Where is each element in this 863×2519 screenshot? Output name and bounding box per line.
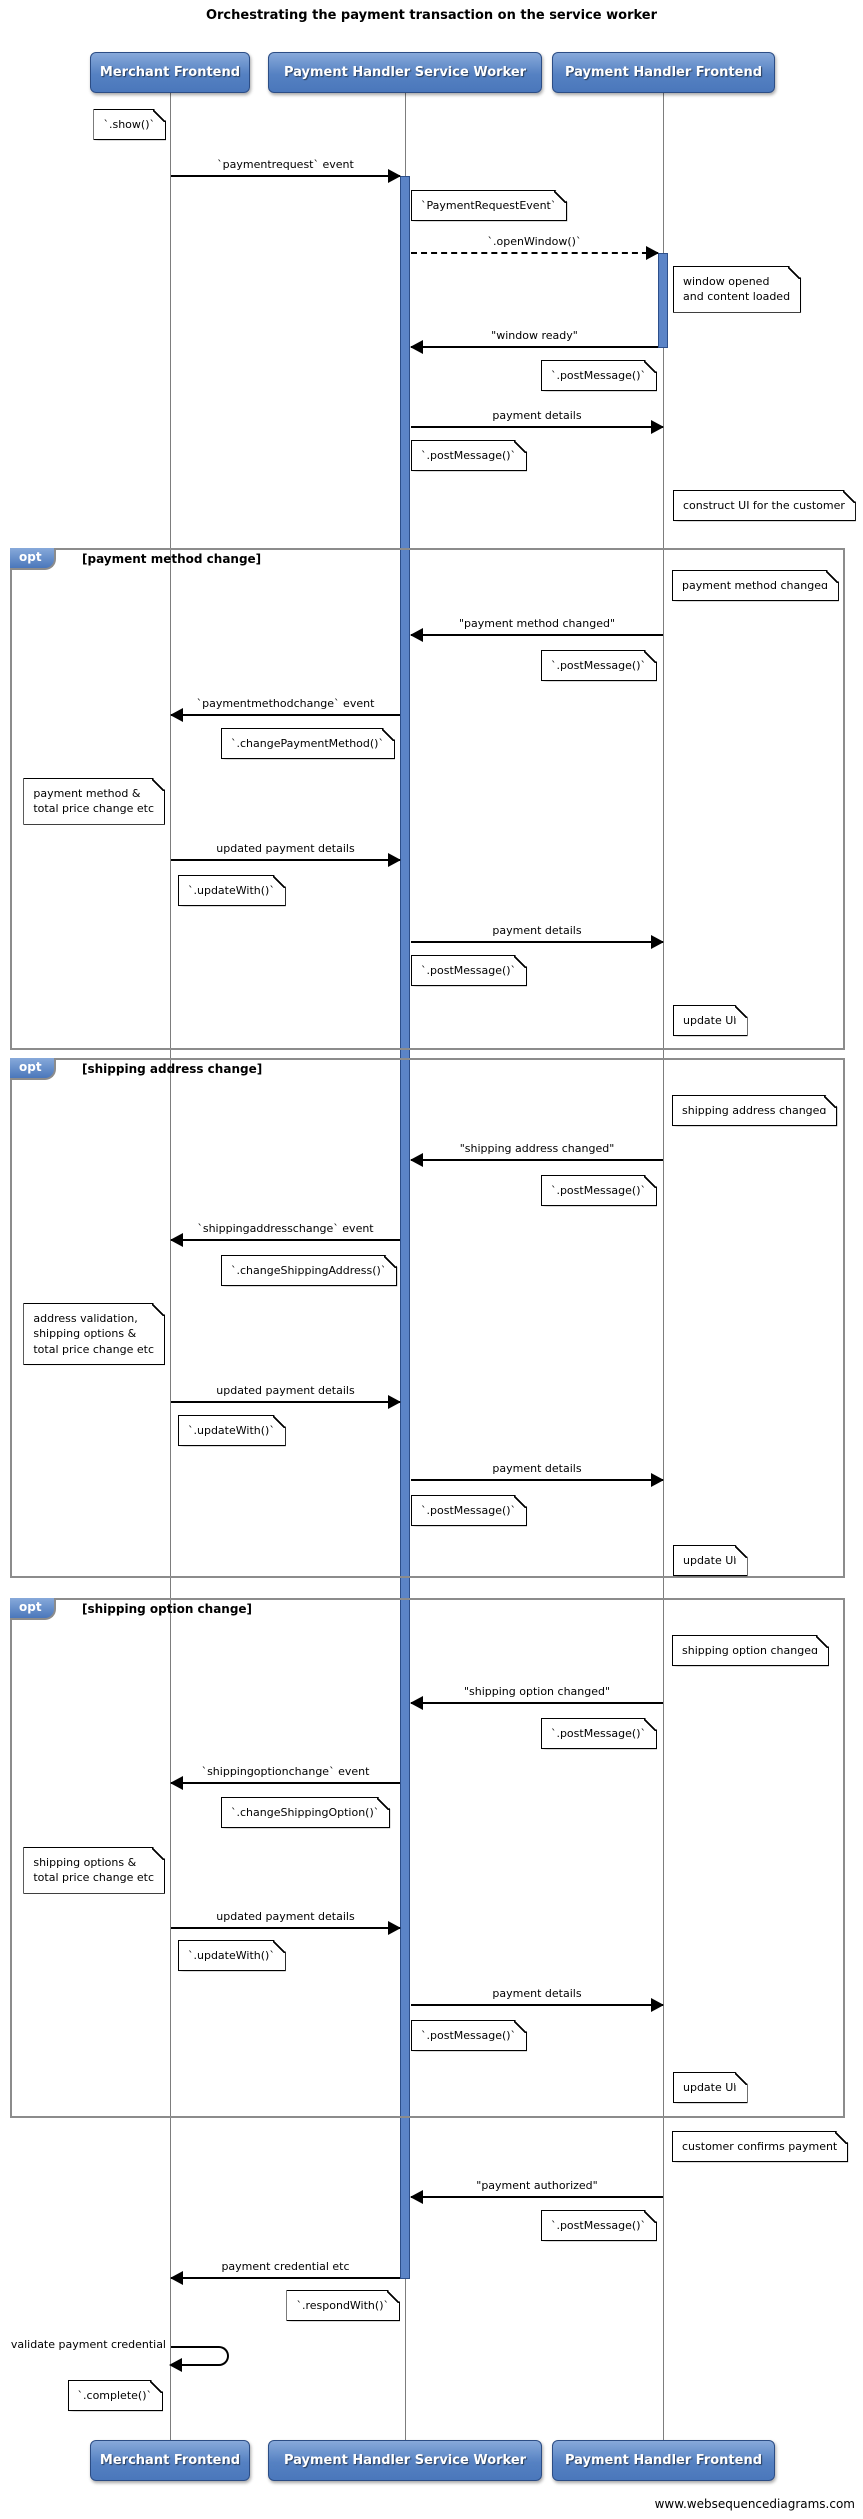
message-updated-payment-details: updated payment details <box>171 1383 401 1409</box>
opt-fragment-shipping-address-change <box>10 1058 845 1578</box>
participant-handler-frontend-top: Payment Handler Frontend <box>552 52 775 93</box>
message-payment-details: payment details <box>411 408 664 434</box>
note-update-with: `.updateWith()` <box>178 1415 286 1446</box>
note-address-validation: address validation, shipping options & t… <box>23 1303 165 1365</box>
note-post-message: `.postMessage()` <box>411 1495 527 1526</box>
message-payment-credential: payment credential etc <box>170 2259 400 2285</box>
note-payment-request-event: `PaymentRequestEvent` <box>411 190 567 221</box>
note-payment-method-changed: payment method changed <box>672 570 839 601</box>
opt-fragment-payment-method-change <box>10 548 845 1050</box>
self-message-validate-payment-credential <box>169 2346 229 2372</box>
diagram-title: Orchestrating the payment transaction on… <box>205 8 658 23</box>
message-payment-details: payment details <box>411 923 664 949</box>
note-update-ui: update UI <box>673 1005 748 1036</box>
note-change-shipping-option: `.changeShippingOption()` <box>221 1797 390 1828</box>
opt-condition-payment-method-change: [payment method change] <box>82 552 262 566</box>
note-change-payment-method: `.changePaymentMethod()` <box>221 728 395 759</box>
note-post-message: `.postMessage()` <box>411 955 527 986</box>
message-open-window: `.openWindow()` <box>411 234 659 260</box>
message-payment-authorized: "payment authorized" <box>410 2178 663 2204</box>
watermark-websequencediagrams: www.websequencediagrams.com <box>654 2497 855 2511</box>
participant-service-worker-bottom: Payment Handler Service Worker <box>268 2440 542 2481</box>
note-post-message: `.postMessage()` <box>541 360 657 391</box>
participant-handler-frontend-bottom: Payment Handler Frontend <box>552 2440 775 2481</box>
activation-handler-frontend <box>658 253 668 348</box>
note-shipping-options-total: shipping options & total price change et… <box>23 1847 165 1894</box>
lifeline-handler-frontend <box>663 93 664 2440</box>
participant-merchant-frontend-bottom: Merchant Frontend <box>90 2440 250 2481</box>
note-window-opened: window opened and content loaded <box>673 266 801 313</box>
message-paymentrequest-event: `paymentrequest` event <box>171 157 401 183</box>
message-window-ready: "window ready" <box>410 328 658 354</box>
note-post-message: `.postMessage()` <box>541 2210 657 2241</box>
message-updated-payment-details: updated payment details <box>171 1909 401 1935</box>
message-paymentmethodchange-event: `paymentmethodchange` event <box>170 696 400 722</box>
note-post-message: `.postMessage()` <box>541 650 657 681</box>
message-payment-method-changed: "payment method changed" <box>410 616 663 642</box>
note-update-ui: update UI <box>673 1545 748 1576</box>
opt-tab: opt <box>10 1058 56 1080</box>
note-post-message: `.postMessage()` <box>541 1718 657 1749</box>
note-shipping-address-changed: shipping address changed <box>672 1095 837 1126</box>
opt-fragment-shipping-option-change <box>10 1598 845 2118</box>
note-change-shipping-address: `.changeShippingAddress()` <box>221 1255 397 1286</box>
message-shippingaddresschange-event: `shippingaddresschange` event <box>170 1221 400 1247</box>
note-complete: `.complete()` <box>68 2380 163 2411</box>
message-shipping-option-changed: "shipping option changed" <box>410 1684 663 1710</box>
participant-service-worker-top: Payment Handler Service Worker <box>268 52 542 93</box>
note-post-message: `.postMessage()` <box>541 1175 657 1206</box>
message-shippingoptionchange-event: `shippingoptionchange` event <box>170 1764 400 1790</box>
message-updated-payment-details: updated payment details <box>171 841 401 867</box>
note-post-message: `.postMessage()` <box>411 440 527 471</box>
opt-condition-shipping-address-change: [shipping address change] <box>82 1062 263 1076</box>
note-shipping-option-changed: shipping option changed <box>672 1635 829 1666</box>
opt-tab: opt <box>10 1598 56 1620</box>
note-customer-confirms: customer confirms payment <box>672 2131 848 2162</box>
participant-merchant-frontend-top: Merchant Frontend <box>90 52 250 93</box>
lifeline-merchant <box>170 93 171 2440</box>
note-payment-method-total: payment method & total price change etc <box>23 778 165 825</box>
opt-condition-shipping-option-change: [shipping option change] <box>82 1602 253 1616</box>
message-validate-payment-credential-label: validate payment credential <box>10 2338 166 2351</box>
note-show: `.show()` <box>93 109 166 140</box>
message-payment-details: payment details <box>411 1461 664 1487</box>
message-shipping-address-changed: "shipping address changed" <box>410 1141 663 1167</box>
note-post-message: `.postMessage()` <box>411 2020 527 2051</box>
opt-tab: opt <box>10 548 56 570</box>
note-respond-with: `.respondWith()` <box>286 2290 400 2321</box>
note-construct-ui: construct UI for the customer <box>673 490 856 521</box>
note-update-with: `.updateWith()` <box>178 1940 286 1971</box>
activation-service-worker <box>400 176 410 2279</box>
message-payment-details: payment details <box>411 1986 664 2012</box>
note-update-with: `.updateWith()` <box>178 875 286 906</box>
note-update-ui: update UI <box>673 2072 748 2103</box>
